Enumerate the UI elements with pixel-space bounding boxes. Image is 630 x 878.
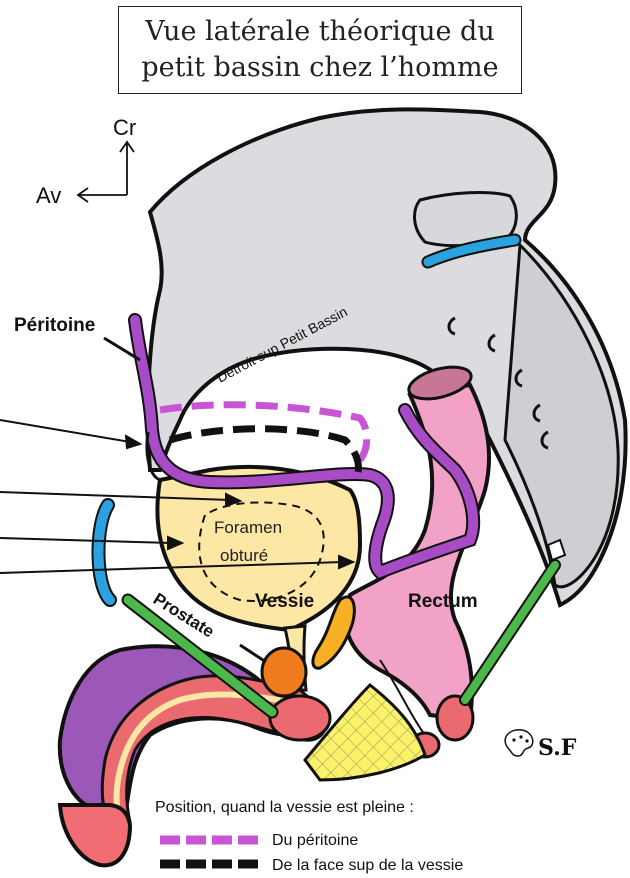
glans (60, 805, 130, 865)
label-foramen-2: obturé (220, 546, 268, 565)
peritoneum-dashed-full (160, 405, 367, 460)
orientation-arrows (78, 142, 134, 202)
label-rectum: Rectum (408, 591, 478, 612)
coccyx (505, 245, 618, 587)
label-foramen-1: Foramen (214, 518, 282, 537)
legend-label-peritoine: Du péritoine (272, 832, 358, 849)
prostate-pointer (240, 645, 266, 662)
legend-label-vessie: De la face sup de la vessie (272, 857, 463, 874)
prostate (262, 648, 306, 696)
palette-icon (505, 730, 533, 756)
label-vessie: Vessie (255, 591, 314, 612)
signature: S.F (538, 735, 577, 761)
title-line-1: Vue latérale théorique du (119, 14, 521, 50)
legend-heading: Position, quand la vessie est pleine : (155, 799, 414, 816)
bulb-red (270, 696, 330, 740)
orientation-av: Av (36, 183, 61, 208)
title-line-2: petit bassin chez l’homme (119, 50, 521, 86)
title-box: Vue latérale théorique du petit bassin c… (118, 6, 522, 94)
label-peritoine: Péritoine (14, 315, 95, 336)
orientation-cr: Cr (113, 115, 136, 140)
